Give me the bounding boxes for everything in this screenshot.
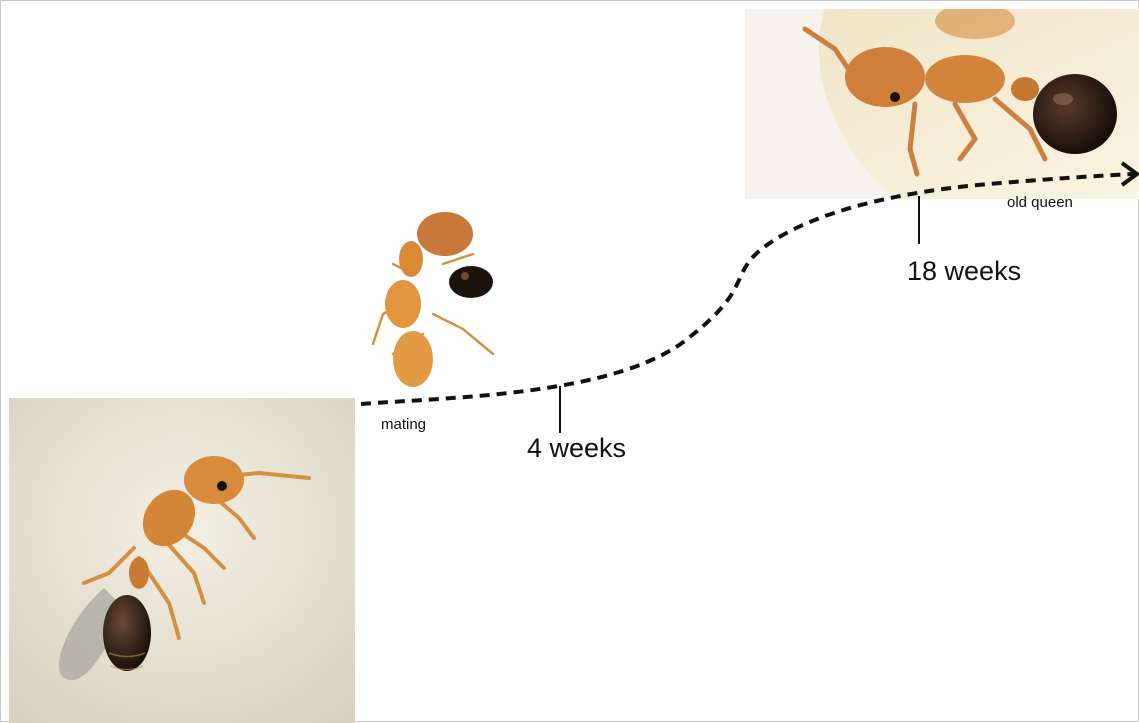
label-mating: mating bbox=[381, 416, 426, 433]
old-queen-image bbox=[745, 9, 1139, 199]
winged-queen-image bbox=[9, 398, 355, 723]
label-4-weeks: 4 weeks bbox=[527, 433, 626, 464]
label-old-queen: old queen bbox=[1007, 194, 1073, 211]
old-queen-photo bbox=[745, 9, 1139, 199]
winged-queen-photo bbox=[9, 398, 355, 723]
mating-photo bbox=[353, 204, 508, 396]
mating-image bbox=[353, 204, 508, 396]
label-18-weeks: 18 weeks bbox=[907, 256, 1021, 287]
